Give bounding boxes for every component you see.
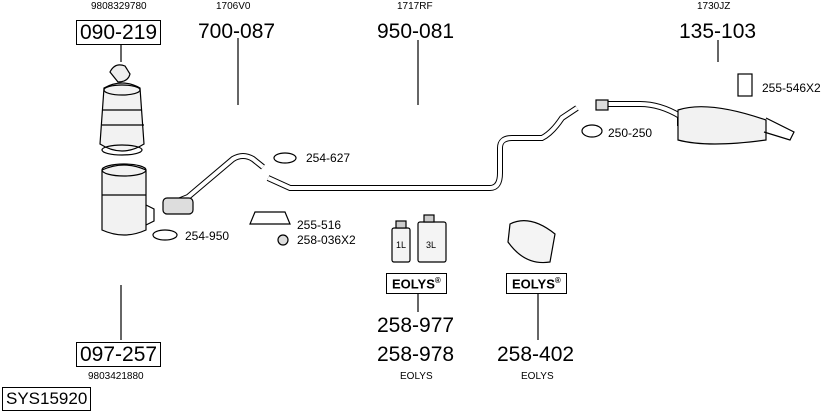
part-258-036[interactable]: 258-036X2 bbox=[297, 233, 356, 247]
bottle-3l-label: 3L bbox=[426, 240, 437, 250]
part-mid-pipe[interactable]: 950-081 bbox=[377, 20, 455, 43]
part-eolys-258-978[interactable]: 258-978 bbox=[377, 343, 455, 366]
bottle-1l-label: 1L bbox=[396, 240, 407, 250]
front-pipe-icon bbox=[162, 153, 265, 215]
oe-ref-cat2: 9803421880 bbox=[88, 371, 144, 382]
clamp-254-627-icon bbox=[273, 152, 297, 164]
eolys-badge-right: EOLYS® bbox=[506, 273, 567, 295]
catalyst-icon bbox=[99, 64, 145, 156]
part-250-250[interactable]: 250-250 bbox=[608, 126, 653, 140]
oe-ref-mid: 1717RF bbox=[397, 1, 433, 12]
part-254-950[interactable]: 254-950 bbox=[185, 229, 230, 243]
part-eolys-258-977[interactable]: 258-977 bbox=[377, 314, 455, 337]
bracket-255-516-icon bbox=[249, 211, 291, 225]
oe-ref-rear: 1730JZ bbox=[697, 1, 731, 12]
part-front-pipe[interactable]: 700-087 bbox=[198, 20, 276, 43]
hanger-255-546-icon bbox=[737, 73, 753, 97]
system-code: SYS15920 bbox=[2, 387, 92, 411]
clamp-250-250-icon bbox=[581, 124, 603, 138]
eolys-caption-right: EOLYS bbox=[521, 371, 554, 382]
additive-pouch-icon bbox=[507, 220, 556, 264]
part-eolys-258-402[interactable]: 258-402 bbox=[497, 343, 575, 366]
part-cat-top[interactable]: 090-219 bbox=[76, 20, 162, 45]
part-dpf[interactable]: 097-257 bbox=[76, 342, 162, 367]
rear-silencer-icon bbox=[595, 99, 795, 145]
mid-pipe-icon bbox=[266, 105, 579, 191]
clamp-254-950-icon bbox=[152, 229, 178, 241]
rubber-258-036-icon bbox=[277, 234, 289, 246]
part-rear-silencer[interactable]: 135-103 bbox=[679, 20, 757, 43]
part-255-546[interactable]: 255-546X2 bbox=[762, 81, 821, 95]
part-255-516[interactable]: 255-516 bbox=[297, 218, 342, 232]
eolys-badge-left: EOLYS® bbox=[386, 273, 447, 295]
eolys-caption-left: EOLYS bbox=[400, 371, 433, 382]
oe-ref-pipe: 1706V0 bbox=[216, 1, 251, 12]
dpf-icon bbox=[101, 163, 155, 236]
bottle-3l-icon bbox=[417, 214, 447, 263]
part-254-627[interactable]: 254-627 bbox=[306, 151, 351, 165]
oe-ref-cat: 9808329780 bbox=[91, 1, 147, 12]
bottle-1l-icon bbox=[391, 220, 411, 263]
